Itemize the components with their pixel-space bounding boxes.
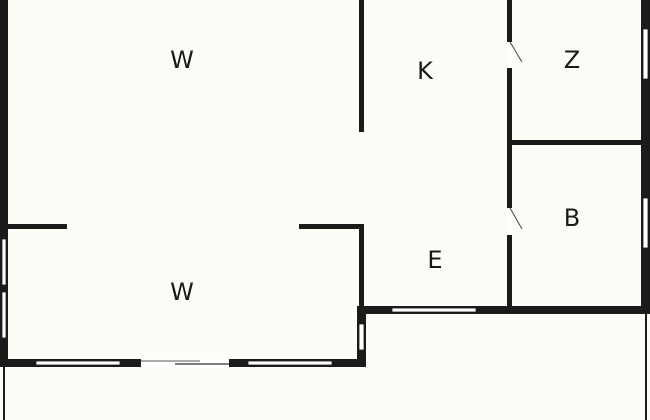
window-entrance-bottom xyxy=(391,307,477,313)
wall-living-right xyxy=(359,224,364,314)
wall-left-exterior xyxy=(0,0,8,366)
window-right-z xyxy=(642,28,649,80)
wall-right-exterior xyxy=(641,0,650,314)
window-left-1 xyxy=(1,238,7,286)
wall-middle-vertical-mid xyxy=(507,68,512,208)
door-swing-b xyxy=(509,207,523,230)
room-label-living-upper: W xyxy=(170,46,194,74)
wall-kitchen-partition xyxy=(359,0,364,132)
room-label-living-lower: W xyxy=(170,278,194,306)
wall-middle-vertical-top xyxy=(507,0,512,42)
wall-right-lower-line xyxy=(645,314,647,420)
window-living-right xyxy=(358,323,365,351)
room-label-z: Z xyxy=(563,46,581,74)
window-bottom-1 xyxy=(35,360,121,366)
doors xyxy=(507,41,523,235)
windows xyxy=(1,28,649,366)
sliding-door-opening xyxy=(141,359,229,367)
window-bottom-2 xyxy=(247,360,333,366)
wall-partition-left xyxy=(8,224,67,229)
wall-partition-right xyxy=(299,224,364,229)
window-left-2 xyxy=(1,291,7,339)
wall-bottom-entrance xyxy=(364,306,650,314)
door-swing-z xyxy=(509,41,523,63)
wall-middle-vertical-bottom xyxy=(507,235,512,308)
wall-z-b xyxy=(512,140,644,145)
door-opening-b xyxy=(507,208,512,235)
sliding-door xyxy=(141,359,229,367)
wall-left-lower-line xyxy=(3,366,5,420)
room-label-entrance: E xyxy=(427,246,443,274)
room-label-kitchen: K xyxy=(417,57,433,85)
door-opening-z xyxy=(507,42,512,68)
window-right-b xyxy=(642,197,649,249)
room-label-bathroom: B xyxy=(563,204,581,232)
